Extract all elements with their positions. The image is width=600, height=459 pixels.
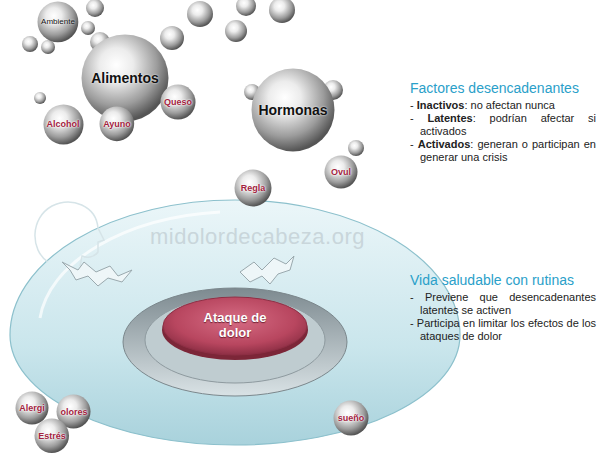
factor-sphere: Estrés	[34, 418, 70, 454]
sphere-label: Queso	[164, 97, 192, 107]
factor-sphere: Ambiente	[37, 1, 79, 43]
sphere-body	[43, 104, 83, 144]
sphere-body	[100, 107, 135, 142]
watermark-head	[35, 202, 104, 266]
section-heading: Vida saludable con rutinas	[410, 272, 596, 288]
protective-dome	[10, 200, 460, 445]
sphere-body	[334, 401, 369, 436]
sphere-cluster	[22, 0, 364, 156]
factor-sphere: Regla	[234, 169, 272, 207]
dome-crack	[62, 256, 294, 286]
bullet-term: Latentes	[427, 112, 472, 124]
sphere-label: Ayuno	[103, 119, 131, 129]
bullet-dash: -	[410, 138, 418, 150]
sphere-label: olores	[60, 407, 87, 417]
trigger-button: Ataque de dolor	[162, 296, 308, 356]
button-ring	[123, 288, 347, 396]
text-column: Vida saludable con rutinas - Previene que…	[410, 272, 596, 343]
sphere-body	[235, 170, 272, 207]
bullet-dash: -	[410, 99, 417, 111]
bullet-text: - Latentes: podrían afectar si activados	[410, 112, 596, 138]
sphere-body	[82, 35, 169, 122]
sphere-label: Ambiente	[41, 17, 75, 26]
sphere-label: Regla	[241, 183, 266, 193]
factor-sphere: Ovul	[324, 155, 358, 189]
bullet-term: Inactivos	[417, 99, 465, 111]
sphere-body	[16, 392, 49, 425]
sphere-body	[35, 419, 70, 454]
sphere-label: Estrés	[38, 431, 66, 441]
sphere-label: Alcohol	[47, 119, 80, 129]
factor-sphere: Alcohol	[43, 104, 84, 145]
watermark: midolordecabeza.org	[150, 224, 365, 250]
bullet-term: Activados	[418, 138, 471, 150]
bullet-text: - Activados: generan o participan en gen…	[410, 138, 596, 164]
section-heading: Factores desencadenantes	[410, 80, 596, 96]
sphere-body	[325, 156, 358, 189]
sphere-label: Alimentos	[91, 70, 159, 86]
text-column: Factores desencadenantes - Inactivos: no …	[410, 80, 596, 164]
bullet-text: - Participa en limitar los efectos de lo…	[410, 317, 596, 343]
factor-sphere: sueño	[333, 400, 369, 436]
factor-sphere: Alergi	[15, 391, 49, 425]
factor-sphere: Queso	[160, 84, 196, 120]
sphere-body	[160, 84, 195, 119]
sphere-label: sueño	[338, 413, 365, 423]
sphere-label: Alergi	[19, 403, 45, 413]
sphere-body	[252, 69, 335, 152]
button-label: Ataque de dolor	[190, 311, 280, 341]
factor-sphere: Ayuno	[99, 106, 135, 142]
bullet-body: : no afectan nunca	[464, 99, 555, 111]
button-groove	[145, 297, 325, 383]
bullet-dash: -	[410, 112, 427, 124]
factor-sphere: Hormonas	[251, 68, 335, 152]
button-top	[163, 297, 307, 355]
sphere-body	[38, 2, 79, 43]
sphere-label: Hormonas	[258, 102, 327, 118]
bullet-text: - Previene que desencadenantes latentes …	[410, 291, 596, 317]
sphere-label: Ovul	[331, 167, 351, 177]
bullet-text: - Inactivos: no afectan nunca	[410, 99, 596, 112]
